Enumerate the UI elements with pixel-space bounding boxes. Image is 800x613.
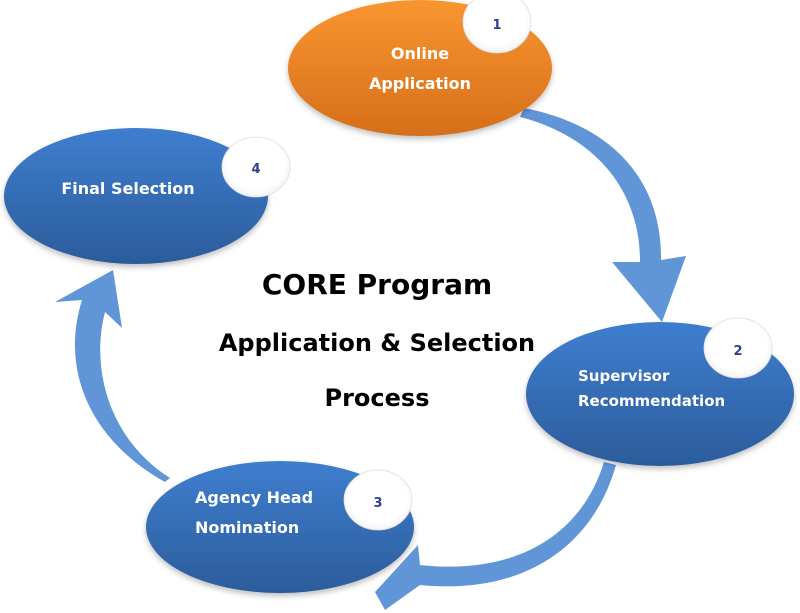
step-number: 2	[733, 344, 742, 359]
step-node-2: Supervisor Recommendation 2	[526, 317, 794, 466]
step-number: 3	[373, 496, 382, 511]
step-label-line1: Final Selection	[61, 179, 194, 198]
step-number-badge	[703, 317, 773, 379]
title-line1: CORE Program	[262, 268, 492, 301]
title-line3: Process	[325, 384, 430, 412]
step-ellipse	[4, 128, 268, 264]
diagram-title: CORE Program Application & Selection Pro…	[219, 268, 535, 412]
step-label-line2: Recommendation	[578, 392, 725, 410]
step-node-1: Online Application 1	[288, 0, 552, 136]
step-number-badge	[221, 136, 291, 198]
arrow-step2-to-step3	[375, 462, 616, 610]
arrow-step3-to-step4	[55, 270, 170, 482]
step-label-line2: Application	[369, 74, 471, 93]
step-label-line2: Nomination	[195, 518, 299, 537]
step-node-3: Agency Head Nomination 3	[146, 461, 414, 593]
step-number: 1	[492, 18, 501, 33]
step-number-badge	[462, 0, 532, 54]
step-number: 4	[251, 162, 260, 177]
title-line2: Application & Selection	[219, 329, 535, 357]
step-label-line1: Agency Head	[195, 488, 313, 507]
step-label-line1: Supervisor	[578, 367, 670, 385]
step-node-4: Final Selection 4	[4, 128, 291, 264]
step-label-line1: Online	[391, 44, 449, 63]
step-number-badge	[343, 469, 413, 531]
arrow-step1-to-step2	[520, 108, 686, 322]
